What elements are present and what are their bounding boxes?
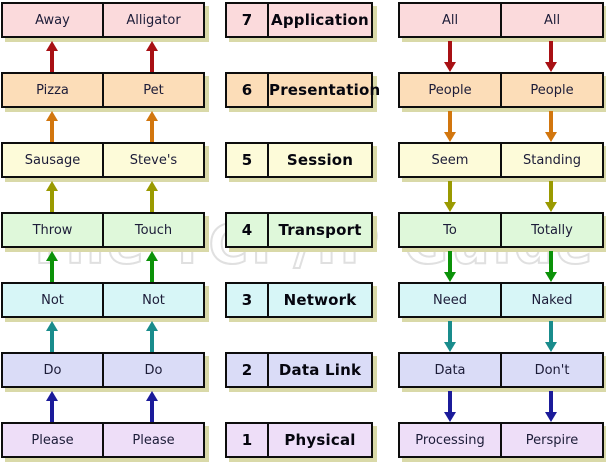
left-column-up-arrow-icon (45, 251, 59, 282)
right-mnemonic-box-layer-6: People People (398, 72, 604, 108)
right-column-down-arrow-icon (443, 251, 457, 282)
mnemonic-word: Perspire (500, 424, 602, 456)
mnemonic-word: Data (434, 362, 466, 378)
right-column-down-arrow-icon (544, 251, 558, 282)
mnemonic-word: People (500, 74, 602, 106)
mnemonic-word: Pizza (36, 82, 69, 98)
left-mnemonic-box-layer-7: Away Alligator (1, 2, 205, 38)
left-column-up-arrow-icon (45, 41, 59, 72)
layer-number: 1 (241, 431, 253, 449)
right-column-down-arrow-icon (443, 41, 457, 72)
left-column-up-arrow-icon (145, 321, 159, 352)
mnemonic-word: Please (31, 432, 74, 448)
mnemonic-word: Steve's (102, 144, 203, 176)
layer-name: Data Link (267, 354, 371, 386)
right-column-down-arrow-icon (443, 321, 457, 352)
left-column-up-arrow-icon (45, 391, 59, 422)
right-mnemonic-box-layer-1: Processing Perspire (398, 422, 604, 458)
left-mnemonic-box-layer-6: Pizza Pet (1, 72, 205, 108)
layer-box-1: 1 Physical (225, 422, 373, 458)
mnemonic-word: Totally (500, 214, 602, 246)
mnemonic-word: Away (35, 12, 70, 28)
layer-name: Transport (267, 214, 371, 246)
layer-number: 5 (241, 151, 253, 169)
left-column-up-arrow-icon (45, 321, 59, 352)
left-mnemonic-box-layer-4: Throw Touch (1, 212, 205, 248)
layer-name: Network (267, 284, 371, 316)
mnemonic-word: To (443, 222, 457, 238)
right-column-down-arrow-icon (443, 111, 457, 142)
right-column-down-arrow-icon (544, 391, 558, 422)
right-column-down-arrow-icon (544, 41, 558, 72)
layer-box-4: 4 Transport (225, 212, 373, 248)
mnemonic-word: Sausage (24, 152, 81, 168)
left-mnemonic-box-layer-5: Sausage Steve's (1, 142, 205, 178)
mnemonic-word: All (500, 4, 602, 36)
left-mnemonic-box-layer-3: Not Not (1, 282, 205, 318)
mnemonic-word: Don't (500, 354, 602, 386)
layer-number: 4 (241, 221, 253, 239)
right-mnemonic-box-layer-7: All All (398, 2, 604, 38)
right-column-down-arrow-icon (443, 181, 457, 212)
right-mnemonic-box-layer-3: Need Naked (398, 282, 604, 318)
mnemonic-word: Do (43, 362, 62, 378)
mnemonic-word: Processing (415, 432, 485, 448)
mnemonic-word: Need (433, 292, 467, 308)
mnemonic-word: Seem (431, 152, 469, 168)
right-mnemonic-box-layer-5: Seem Standing (398, 142, 604, 178)
mnemonic-word: People (428, 82, 472, 98)
layer-name: Session (267, 144, 371, 176)
right-column-down-arrow-icon (544, 181, 558, 212)
mnemonic-word: Pet (102, 74, 203, 106)
mnemonic-word: Standing (500, 144, 602, 176)
mnemonic-word: Not (102, 284, 203, 316)
left-column-up-arrow-icon (145, 391, 159, 422)
mnemonic-word: Alligator (102, 4, 203, 36)
mnemonic-word: Touch (102, 214, 203, 246)
left-column-up-arrow-icon (145, 111, 159, 142)
right-mnemonic-box-layer-4: To Totally (398, 212, 604, 248)
layer-box-6: 6 Presentation (225, 72, 380, 108)
layer-box-7: 7 Application (225, 2, 373, 38)
layer-number: 3 (241, 291, 253, 309)
layer-number: 2 (241, 361, 253, 379)
right-column-down-arrow-icon (544, 111, 558, 142)
layer-name: Physical (267, 424, 371, 456)
layer-box-5: 5 Session (225, 142, 373, 178)
layer-number: 7 (241, 11, 253, 29)
right-mnemonic-box-layer-2: Data Don't (398, 352, 604, 388)
mnemonic-word: All (441, 12, 459, 28)
mnemonic-word: Do (102, 354, 203, 386)
mnemonic-word: Not (41, 292, 64, 308)
left-mnemonic-box-layer-2: Do Do (1, 352, 205, 388)
layer-number: 6 (241, 81, 253, 99)
left-column-up-arrow-icon (145, 181, 159, 212)
right-column-down-arrow-icon (544, 321, 558, 352)
layer-name: Application (267, 4, 371, 36)
mnemonic-word: Throw (32, 222, 73, 238)
left-column-up-arrow-icon (145, 251, 159, 282)
left-column-up-arrow-icon (45, 111, 59, 142)
mnemonic-word: Naked (500, 284, 602, 316)
layer-box-2: 2 Data Link (225, 352, 373, 388)
layer-name: Presentation (267, 74, 380, 106)
left-column-up-arrow-icon (45, 181, 59, 212)
left-mnemonic-box-layer-1: Please Please (1, 422, 205, 458)
right-column-down-arrow-icon (443, 391, 457, 422)
mnemonic-word: Please (102, 424, 203, 456)
layer-box-3: 3 Network (225, 282, 373, 318)
left-column-up-arrow-icon (145, 41, 159, 72)
